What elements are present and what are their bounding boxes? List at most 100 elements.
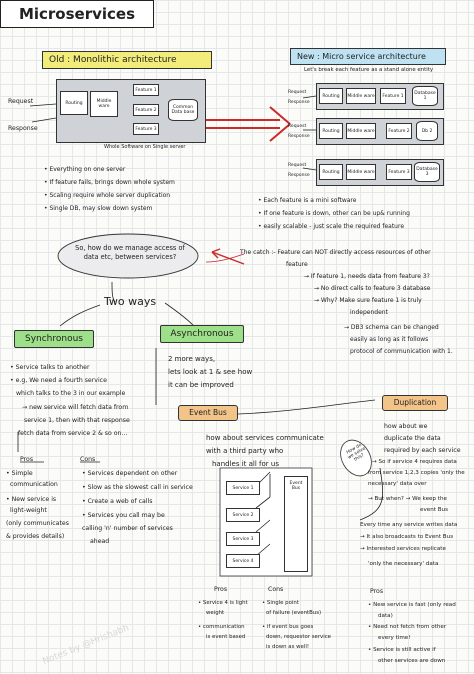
sync-pro-1: • Simple [6, 470, 33, 477]
new-request-2: Request [288, 124, 307, 129]
sync-label: Synchronous [14, 330, 94, 348]
old-bullet-2: • If feature fails, brings down whole sy… [44, 179, 175, 186]
dup-pro-5: • Service is still active if [368, 647, 436, 653]
new-request-3: Request [288, 163, 307, 168]
new-request-1: Request [288, 90, 307, 95]
async-label: Asynchronous [160, 325, 244, 343]
old-caption: Whole Software on Single server [104, 144, 186, 150]
new-routing-3: Routing [319, 164, 343, 180]
async-how-1: how about services communicate [206, 434, 324, 442]
new-feature-3: Feature 3 [386, 164, 412, 180]
new-heading: New : Micro service architecture [290, 48, 446, 65]
sync-con-1: • Services dependent on other [82, 470, 178, 477]
two-ways-label: Two ways [104, 295, 157, 308]
async-con-3: • if event bus goes [262, 624, 314, 630]
async-con-1: • Single point [262, 600, 299, 606]
old-feature-2: Feature 2 [133, 104, 159, 116]
old-feature-3: Feature 3 [133, 123, 159, 135]
catch-line-9: protocol of communication with 1. [350, 348, 453, 355]
new-bullet-3: • easily scalable - just scale the requi… [258, 223, 405, 230]
dup-line-9: Every time any service writes data [360, 522, 458, 528]
old-database: Common Data base [168, 99, 198, 121]
event-bus-label: Event Bus [178, 405, 238, 421]
dup-pro-2: data) [378, 613, 393, 619]
dup-line-8: event Bus [420, 507, 449, 513]
sync-line-4: → new service will fetch data from [22, 404, 129, 411]
new-subheading: Let's break each feature as a stand alon… [304, 67, 434, 73]
async-how-2: with a third party who [206, 447, 284, 455]
duplication-label: Duplication [382, 395, 448, 411]
catch-line-2: feature [286, 261, 308, 268]
new-feature-2: Feature 2 [386, 123, 412, 139]
new-routing-1: Routing [319, 88, 343, 104]
dup-line-7: → But when? → We keep the [368, 496, 447, 502]
async-pro-2: weight [206, 610, 225, 616]
catch-line-8: easily as long as it follows [350, 336, 429, 343]
new-routing-2: Routing [319, 123, 343, 139]
question-ellipse [57, 233, 199, 279]
async-con-2: of failure (eventBus) [266, 610, 322, 616]
async-pro-4: is event based [206, 634, 246, 640]
dup-line-2: duplicate the data [384, 435, 441, 442]
sync-pro-6: & provides details) [6, 533, 65, 540]
dup-pro-3: • Need not fetch from other [368, 624, 447, 630]
catch-line-3: → If feature 1, needs data from feature … [304, 273, 430, 280]
eb-service-4: Service 4 [226, 554, 260, 568]
sync-pro-5: (only communicates [6, 520, 69, 527]
sync-line-2: • e.g, We need a fourth service [10, 377, 107, 384]
new-database-3: Database 3 [414, 162, 440, 182]
async-line-3: it can be improved [168, 381, 234, 389]
page-title: Microservices [0, 0, 154, 28]
old-bullet-1: • Everything on one server [44, 166, 126, 173]
new-response-1: Response [288, 100, 310, 105]
dup-line-11: → Interested services replicate [360, 546, 446, 552]
sync-line-1: • Service talks to another [10, 364, 90, 371]
old-request-arrow [29, 103, 57, 107]
eb-service-3: Service 3 [226, 532, 260, 546]
dup-pro-1: • New service is fast (only read [368, 602, 456, 608]
new-middleware-1: Middle ware [346, 88, 376, 104]
question-text: So, how do we manage access of data etc,… [75, 244, 185, 261]
eb-service-1: Service 1 [226, 481, 260, 495]
old-response-arrow [31, 117, 57, 123]
new-database-1: Database 1 [412, 86, 438, 106]
async-con-5: is down as well! [266, 644, 309, 650]
sync-line-3: which talks to the 3 in our example [16, 390, 126, 397]
catch-line-4: → No direct calls to feature 3 database [314, 285, 431, 292]
sync-line-5: service 1, then with that response [24, 417, 130, 424]
new-bullet-1: • Each feature is a mini software [258, 197, 357, 204]
sync-cons-heading: Cons [80, 456, 96, 463]
old-feature-1: Feature 1 [133, 84, 159, 96]
sync-con-4: • Services you call may be [82, 512, 165, 519]
sync-con-3: • Create a web of calls [82, 498, 153, 505]
new-middleware-2: Middle ware [346, 123, 376, 139]
new-response-2: Response [288, 134, 310, 139]
async-how-3: handles it all for us [212, 460, 279, 468]
dup-line-4: → So if service 4 requires data [372, 459, 457, 465]
async-line-2: lets look at 1 & see how [168, 368, 253, 376]
dup-pro-6: other services are down [378, 658, 446, 664]
async-pro-3: • communication [198, 624, 245, 630]
dup-line-3: required by each service [384, 447, 461, 454]
new-response-3: Response [288, 173, 310, 178]
dup-pro-4: every time! [378, 635, 411, 641]
sync-con-5: calling 'n' number of services [82, 525, 173, 532]
new-bullet-2: • If one feature is down, other can be u… [258, 210, 410, 217]
sync-con-6: ahead [90, 538, 110, 545]
async-line-1: 2 more ways, [168, 355, 216, 363]
dup-line-10: → It also broadcasts to Event Bus [360, 534, 454, 540]
sync-line-6: fetch data from service 2 & so on... [18, 430, 128, 437]
catch-line-6: independent [350, 309, 388, 316]
old-middleware: Middle ware [90, 91, 118, 117]
catch-line-7: → DB3 schema can be changed [344, 324, 439, 331]
new-middleware-3: Middle ware [346, 164, 376, 180]
catch-line-1: The catch :- Feature can NOT directly ac… [240, 249, 431, 256]
old-heading: Old : Monolithic architecture [42, 51, 212, 69]
sync-pros-heading: Pros [20, 456, 34, 463]
dup-line-1: how about we [384, 423, 428, 430]
new-database-2: Db 2 [416, 121, 438, 141]
async-pros-heading: Pros [214, 586, 228, 593]
new-feature-1: Feature 1 [380, 88, 406, 104]
eb-service-2: Service 2 [226, 508, 260, 522]
dup-line-6: necessary' data over [368, 481, 427, 487]
